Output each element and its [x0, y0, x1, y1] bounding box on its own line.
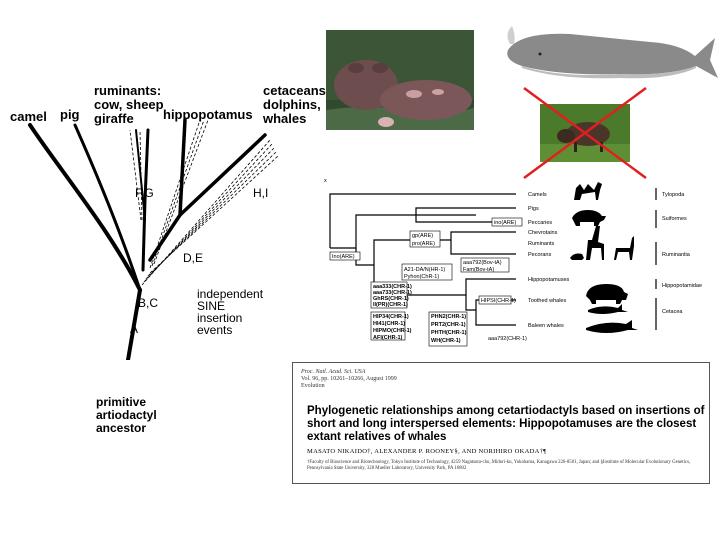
sine-dash-7 [151, 119, 205, 267]
paper-volume: Vol. 96, pp. 10261–10266, August 1999 [301, 376, 397, 382]
ruminants-branch [141, 128, 150, 272]
whale-silhouette [586, 320, 638, 333]
node-label-bc: B,C [138, 296, 159, 310]
locus-aaa792-chr1: aaa792(CHR-1) [488, 336, 527, 342]
locus-fam-bov: Fam(Bov-tA) [463, 267, 494, 273]
cetacean-branch [178, 133, 267, 217]
sine-dash-10 [139, 129, 143, 221]
paper-journal: Proc. Natl. Acad. Sci. USA [301, 369, 366, 375]
locus-prt2: PRT2(CHR-1) [431, 322, 466, 328]
clado-taxon-baleen-whales: Baleen whales [528, 323, 564, 329]
hippo-branch [148, 118, 187, 262]
locus-afi: AFI(CHR-1) [373, 335, 402, 341]
node-label-de: D,E [183, 251, 204, 265]
cladogram-figure: x Camels Pigs Peccaries Chevrotains Rumi… [324, 178, 702, 347]
locus-hipsi: HIPSI(CHR-1) [481, 298, 516, 304]
locus-wh: WH(CHR-1) [431, 338, 461, 344]
node-label-hi: H,I [253, 186, 269, 200]
paper-affiliation: †Faculty of Bioscience and Biotechnology… [307, 460, 691, 471]
sine-dash-5 [149, 155, 279, 274]
root-ancestor-label: primitive artiodactyl ancestor [96, 395, 157, 435]
taxon-cetaceans: cetaceans: dolphins, whales [263, 83, 331, 126]
locus-llpr: ll(PR)(CHR-1) [373, 302, 408, 308]
clado-taxon-hippopotamuses: Hippopotamuses [528, 277, 570, 283]
clado-taxon-camels: Camels [528, 192, 547, 198]
hippopotamus-photo [326, 30, 474, 130]
clado-group-tylopoda: Tylopoda [662, 192, 685, 198]
hippo-silhouette [586, 284, 628, 304]
locus-ino-are: ino(ARE) [494, 220, 516, 226]
cross-out-mark [523, 86, 647, 180]
locus-aaa333: aaa333(CHR-1) [373, 284, 412, 290]
camel-branch [28, 123, 142, 292]
paper-title: Phylogenetic relationships among cetarti… [307, 405, 705, 443]
locus-ino-are-basal: Ino(ARE) [332, 254, 355, 260]
chevrotain-silhouette [570, 253, 584, 260]
clado-taxon-ruminants: Ruminants [528, 241, 555, 247]
taxon-hippopotamus: hippopotamus [163, 107, 253, 122]
trunk-branch [126, 288, 142, 360]
taxon-camel: camel [10, 109, 47, 124]
camel-silhouette [574, 182, 602, 200]
taxon-ruminants: ruminants: cow, sheep giraffe [94, 83, 164, 126]
sperm-whale-image [507, 26, 718, 79]
locus-aaa792-bov: aaa792(Bov-tA) [463, 260, 502, 266]
clado-taxon-chevrotains: Chevrotains [528, 230, 558, 236]
pig-silhouette [572, 210, 606, 226]
paper-authors: MASATO NIKAIDO†, ALEXANDER P. ROONEY§, A… [307, 448, 547, 455]
clado-group-suiformes: Suiformes [662, 216, 687, 222]
phylogeny-tree [28, 118, 279, 360]
dolphin-silhouette [588, 304, 628, 314]
sine-dash-4 [147, 151, 277, 277]
locus-pro-are: pro(ARE) [412, 241, 435, 247]
locus-phn2: PHN2(CHR-1) [431, 314, 466, 320]
locus-hipmo: HIPMO(CHR-1) [373, 328, 412, 334]
ruminants-branch-2 [135, 129, 146, 221]
sine-events-label: independent SINE insertion events [197, 287, 264, 337]
pig-branch [73, 123, 142, 292]
paper-meta: Proc. Natl. Acad. Sci. USA Vol. 96, pp. … [301, 369, 501, 390]
clado-taxon-pecorans: Pecorans [528, 252, 551, 258]
node-label-fg: F,G [135, 186, 154, 200]
clado-taxon-peccaries: Peccaries [528, 220, 552, 226]
locus-pyhon-chr1: Pyhon(ChR-1) [404, 274, 439, 280]
locus-hip34: HIP34(CHR-1) [373, 314, 409, 320]
sine-dash-9 [129, 129, 142, 221]
sine-dash-8 [153, 119, 209, 265]
clado-taxon-toothed-whales: Toothed whales [528, 298, 566, 304]
locus-hi41: HI41(CHR-1) [373, 321, 405, 327]
clado-taxon-pigs: Pigs [528, 206, 539, 212]
cladogram-corner-mark: x [324, 178, 327, 184]
locus-phth: PHTH(CHR-1) [431, 330, 467, 336]
locus-a21-hr1: A21-DA/N(HR-1) [404, 267, 445, 273]
clado-group-hippopotamidae: Hippopotamidae [662, 283, 702, 289]
paper-field: Evolution [301, 383, 325, 389]
sine-dash-6 [149, 119, 201, 269]
clado-group-ruminantia: Ruminantia [662, 252, 691, 258]
paper-header-snippet: Proc. Natl. Acad. Sci. USA Vol. 96, pp. … [292, 362, 710, 484]
clado-group-cetacea: Cetacea [662, 309, 683, 315]
locus-gp-are: gp(ARE) [412, 233, 433, 239]
taxon-pig: pig [60, 107, 80, 122]
deer-silhouette [614, 236, 634, 260]
node-label-a: A [130, 322, 139, 336]
locus-ghrs: GhRS(CHR-1) [373, 296, 409, 302]
giraffe-silhouette [586, 226, 604, 260]
locus-aaa733: aaa733(CHR-1) [373, 290, 412, 296]
